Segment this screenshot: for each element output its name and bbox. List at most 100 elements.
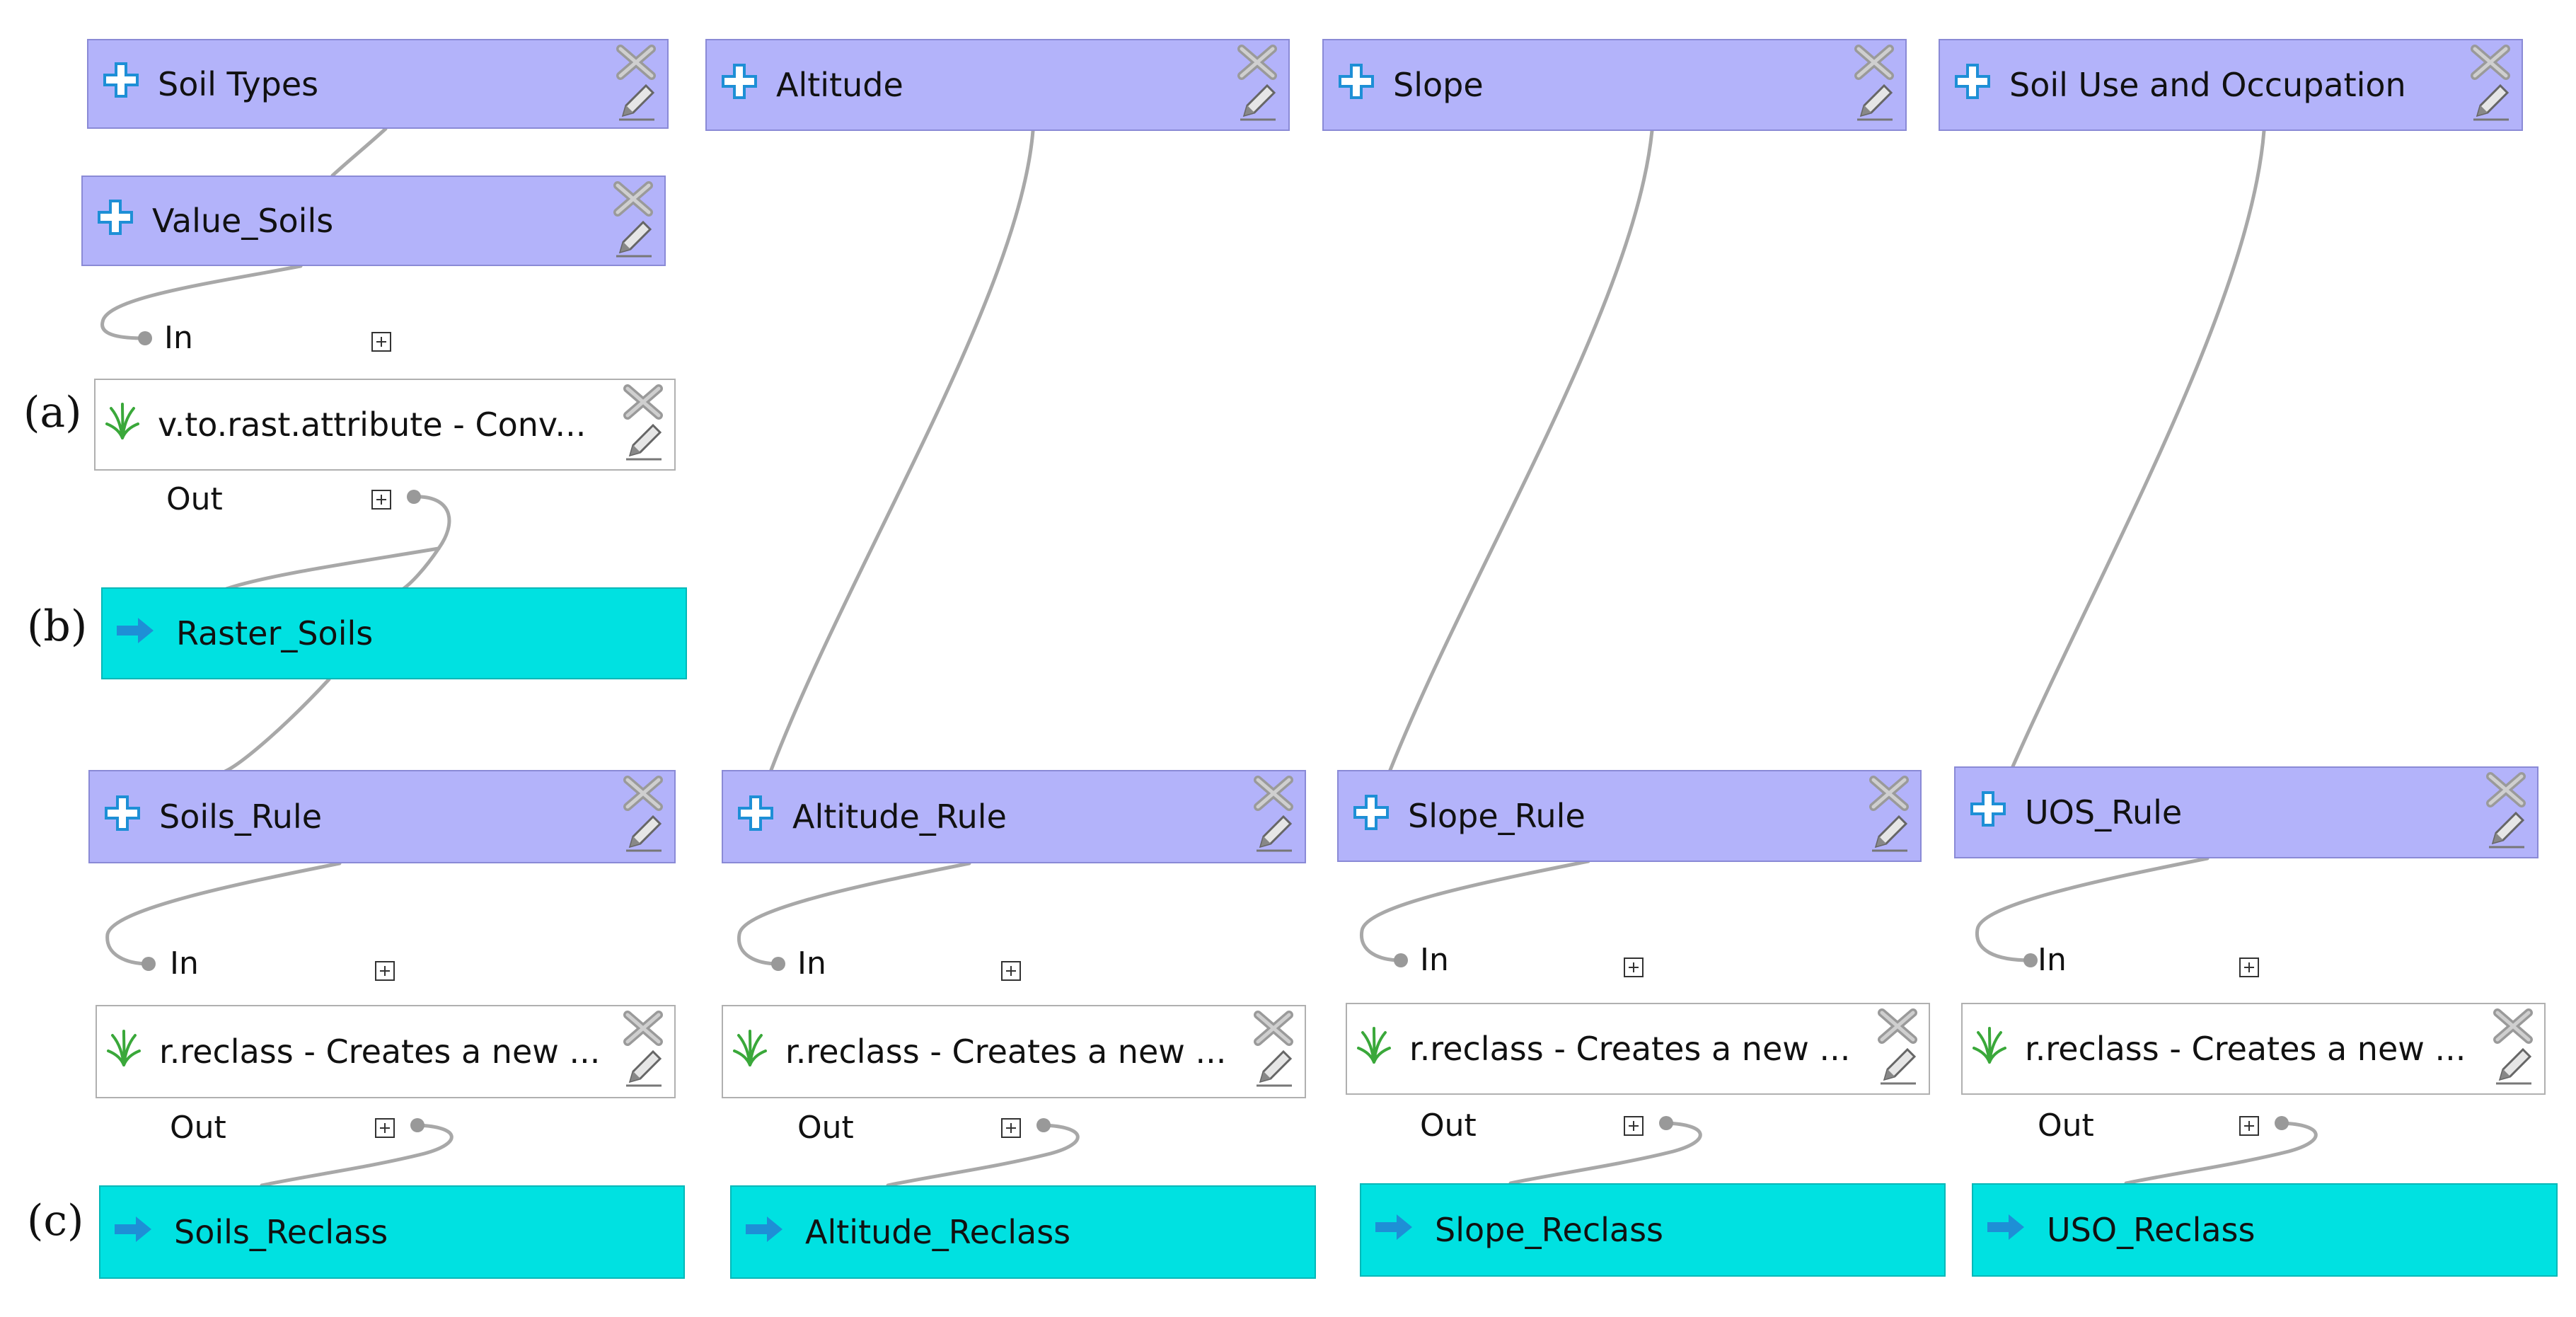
- plus-icon: [721, 63, 758, 108]
- grass-icon: [1357, 1026, 1391, 1071]
- close-icon[interactable]: [2493, 1008, 2533, 1052]
- grass-icon: [1973, 1026, 2006, 1071]
- node-altitude-rule[interactable]: Altitude_Rule: [722, 770, 1306, 863]
- close-icon[interactable]: [2471, 45, 2510, 88]
- plus-icon: [737, 795, 774, 839]
- expand-in-button[interactable]: [1001, 961, 1021, 981]
- node-label: Slope: [1393, 66, 1484, 104]
- expand-in-button[interactable]: [2239, 957, 2259, 977]
- port-out: Out: [166, 481, 223, 517]
- close-icon[interactable]: [616, 45, 656, 88]
- port-in: In: [170, 945, 199, 982]
- close-icon[interactable]: [623, 776, 663, 819]
- expand-out-button[interactable]: [2239, 1116, 2259, 1136]
- port-out: Out: [1420, 1108, 1477, 1144]
- plus-icon: [1353, 794, 1390, 839]
- node-slope[interactable]: Slope: [1322, 39, 1907, 131]
- expand-in-button[interactable]: [1624, 957, 1644, 977]
- node-label: UOS_Rule: [2025, 793, 2183, 832]
- node-label: r.reclass - Creates a new ...: [785, 1033, 1227, 1071]
- pencil-icon[interactable]: [613, 218, 654, 267]
- pencil-icon[interactable]: [623, 421, 664, 470]
- pencil-icon[interactable]: [1854, 81, 1895, 130]
- expand-out-button[interactable]: [375, 1118, 395, 1138]
- node-reclass-1[interactable]: r.reclass - Creates a new ...: [96, 1005, 676, 1098]
- close-icon[interactable]: [613, 181, 653, 224]
- close-icon[interactable]: [1254, 776, 1293, 819]
- node-tools: [616, 45, 662, 124]
- node-label: r.reclass - Creates a new ...: [2025, 1030, 2466, 1068]
- node-value-soils[interactable]: Value_Soils: [81, 176, 666, 266]
- node-soil-types[interactable]: Soil Types: [87, 39, 669, 129]
- node-altitude[interactable]: Altitude: [705, 39, 1290, 131]
- wire-soil-types: [330, 127, 388, 178]
- wire-rule-in-1: [105, 861, 342, 966]
- node-tools: [623, 384, 669, 464]
- pencil-icon[interactable]: [1878, 1045, 1919, 1094]
- wire-raster-rule: [223, 677, 331, 773]
- pencil-icon[interactable]: [2493, 1045, 2534, 1094]
- node-altitude-reclass[interactable]: Altitude_Reclass: [730, 1185, 1316, 1279]
- label-a: (a): [23, 388, 82, 437]
- close-icon[interactable]: [623, 1011, 663, 1054]
- port-in: In: [797, 945, 826, 982]
- expand-out-button[interactable]: [371, 490, 391, 510]
- expand-in-button[interactable]: [371, 332, 391, 352]
- pencil-icon[interactable]: [1869, 812, 1910, 861]
- node-label: Raster_Soils: [176, 614, 374, 652]
- wire-value-soils: [100, 264, 303, 340]
- close-icon[interactable]: [623, 384, 663, 427]
- node-label: Soil Use and Occupation: [2009, 66, 2406, 104]
- node-tools: [1854, 45, 1900, 124]
- close-icon[interactable]: [1854, 45, 1894, 88]
- node-slope-rule[interactable]: Slope_Rule: [1337, 770, 1922, 862]
- node-label: Soils_Reclass: [174, 1213, 388, 1251]
- pencil-icon[interactable]: [1237, 81, 1278, 130]
- node-tools: [623, 1011, 669, 1090]
- label-b: (b): [27, 602, 88, 651]
- node-soil-use[interactable]: Soil Use and Occupation: [1939, 39, 2523, 131]
- port-out: Out: [2038, 1108, 2094, 1144]
- pencil-icon[interactable]: [623, 812, 664, 861]
- pencil-icon[interactable]: [1254, 812, 1295, 861]
- wire-rule-in-2: [737, 861, 971, 966]
- node-reclass-4[interactable]: r.reclass - Creates a new ...: [1961, 1003, 2546, 1095]
- wire-out-raster-2: [224, 546, 441, 591]
- close-icon[interactable]: [1869, 776, 1909, 819]
- expand-out-button[interactable]: [1001, 1118, 1021, 1138]
- node-reclass-2[interactable]: r.reclass - Creates a new ...: [722, 1005, 1306, 1098]
- expand-out-button[interactable]: [1624, 1116, 1644, 1136]
- close-icon[interactable]: [1237, 45, 1277, 88]
- pencil-icon[interactable]: [1254, 1047, 1295, 1096]
- node-tools: [1237, 45, 1283, 124]
- pencil-icon[interactable]: [2486, 809, 2527, 858]
- node-tools: [2471, 45, 2516, 124]
- expand-in-button[interactable]: [375, 961, 395, 981]
- node-label: Value_Soils: [152, 202, 334, 240]
- port-in: In: [1420, 942, 1449, 978]
- close-icon[interactable]: [1254, 1011, 1293, 1054]
- grass-icon: [733, 1029, 767, 1074]
- node-slope-reclass[interactable]: Slope_Reclass: [1360, 1183, 1946, 1277]
- node-soils-reclass[interactable]: Soils_Reclass: [99, 1185, 685, 1279]
- node-v-to-rast[interactable]: v.to.rast.attribute - Conv...: [94, 379, 676, 471]
- pencil-icon[interactable]: [616, 81, 657, 130]
- node-label: Soil Types: [158, 64, 319, 103]
- wire-out-2: [886, 1123, 1080, 1187]
- plus-icon: [1970, 790, 2006, 835]
- close-icon[interactable]: [1878, 1008, 1917, 1052]
- wire-rule-in-3: [1360, 859, 1590, 962]
- node-uso-reclass[interactable]: USO_Reclass: [1972, 1183, 2558, 1277]
- node-soils-rule[interactable]: Soils_Rule: [88, 770, 676, 863]
- pencil-icon[interactable]: [2471, 81, 2512, 130]
- pencil-icon[interactable]: [623, 1047, 664, 1096]
- port-out: Out: [170, 1110, 226, 1146]
- node-uos-rule[interactable]: UOS_Rule: [1954, 766, 2539, 858]
- wire-slope: [1388, 129, 1654, 772]
- node-label: Slope_Rule: [1408, 797, 1586, 835]
- node-tools: [623, 776, 669, 855]
- node-reclass-3[interactable]: r.reclass - Creates a new ...: [1346, 1003, 1930, 1095]
- node-raster-soils[interactable]: Raster_Soils: [101, 587, 687, 679]
- close-icon[interactable]: [2486, 772, 2526, 815]
- node-tools: [613, 181, 659, 260]
